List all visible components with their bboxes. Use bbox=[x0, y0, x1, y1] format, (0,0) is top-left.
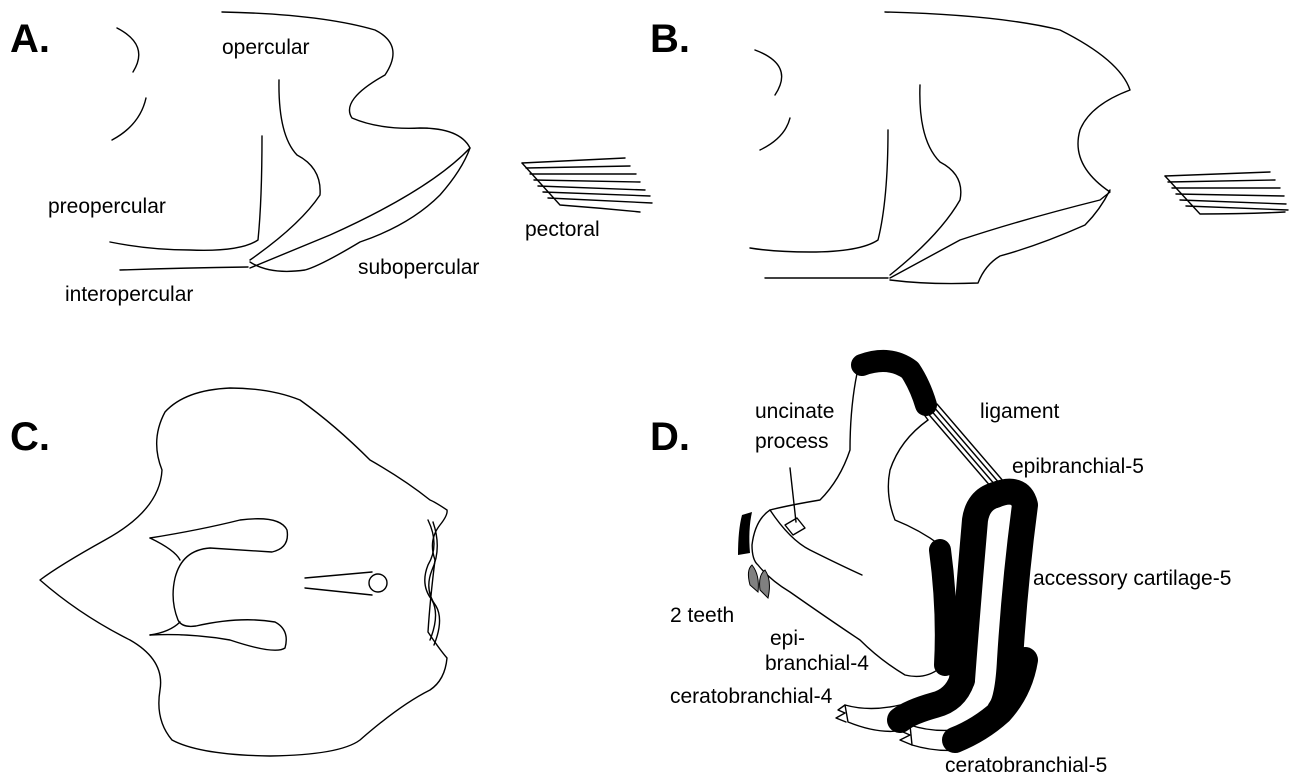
epibranchial-4-cap bbox=[862, 361, 926, 405]
epibranchial-4-inner bbox=[888, 420, 940, 545]
label-epibranchial-4-line1: epi- bbox=[770, 627, 805, 650]
process-lines bbox=[305, 572, 372, 595]
eye-arc-upper bbox=[117, 28, 139, 72]
eye-arc-lower bbox=[760, 118, 790, 150]
label-preopercular: preopercular bbox=[48, 195, 166, 218]
preopercular-bone bbox=[750, 130, 888, 252]
cranial-fenestra bbox=[150, 519, 287, 650]
label-pectoral: pectoral bbox=[525, 218, 600, 241]
skull-outline bbox=[40, 388, 447, 756]
label-ligament: ligament bbox=[980, 400, 1060, 423]
uncinate-leader bbox=[790, 468, 796, 522]
fenestra-notch-lower bbox=[150, 622, 180, 635]
preopercular-bone bbox=[110, 136, 262, 250]
panel-a-letter: A. bbox=[10, 17, 50, 61]
ceratobranchial-4-teeth bbox=[836, 705, 846, 722]
panel-b-drawing bbox=[750, 12, 1288, 284]
label-2-teeth: 2 teeth bbox=[670, 604, 734, 627]
pharyngeal-cartilage bbox=[738, 512, 752, 555]
posterior-margin-1 bbox=[425, 520, 436, 640]
panel-c-letter: C. bbox=[10, 415, 50, 459]
label-uncinate-line2: process bbox=[755, 430, 829, 453]
pectoral-fin bbox=[1165, 172, 1288, 214]
panel-b-letter: B. bbox=[650, 17, 690, 61]
tooth-2 bbox=[760, 570, 770, 598]
label-epibranchial-4-line2: branchial-4 bbox=[765, 652, 869, 675]
panel-d-letter: D. bbox=[650, 415, 690, 459]
panel-a: A. opercu bbox=[10, 12, 652, 306]
label-subopercular: subopercular bbox=[358, 256, 479, 279]
subopercular-bone bbox=[250, 148, 470, 271]
subopercular-bone bbox=[890, 190, 1110, 284]
panel-c-drawing bbox=[40, 388, 447, 756]
panel-c: C. bbox=[10, 388, 447, 756]
interopercular-bone bbox=[120, 267, 248, 270]
uncinate-ridge bbox=[770, 510, 862, 575]
panel-d: D. bbox=[650, 354, 1231, 777]
label-ceratobranchial-4: ceratobranchial-4 bbox=[670, 685, 833, 708]
label-ceratobranchial-5: ceratobranchial-5 bbox=[945, 754, 1107, 777]
label-epibranchial-5: epibranchial-5 bbox=[1012, 455, 1144, 478]
opercular-inner-line bbox=[250, 80, 320, 260]
ceratobranchial-4-cartilage bbox=[900, 680, 962, 720]
label-opercular: opercular bbox=[222, 36, 310, 59]
label-uncinate-line1: uncinate bbox=[755, 400, 834, 423]
pectoral-fin bbox=[522, 158, 652, 212]
panel-b: B. bbox=[650, 12, 1288, 284]
foramen bbox=[369, 574, 387, 592]
epibranchial-4-cartilage bbox=[940, 550, 946, 665]
tooth-1 bbox=[748, 565, 758, 592]
label-accessory-cartilage-5: accessory cartilage-5 bbox=[1033, 567, 1231, 590]
opercular-inner-line bbox=[890, 85, 961, 275]
eye-arc-upper bbox=[755, 50, 782, 95]
accessory-cartilage-5 bbox=[962, 495, 995, 680]
opercular-bone bbox=[885, 12, 1130, 278]
label-interopercular: interopercular bbox=[65, 283, 193, 306]
eye-arc-lower bbox=[112, 98, 146, 140]
fenestra-notch-upper bbox=[150, 538, 180, 560]
